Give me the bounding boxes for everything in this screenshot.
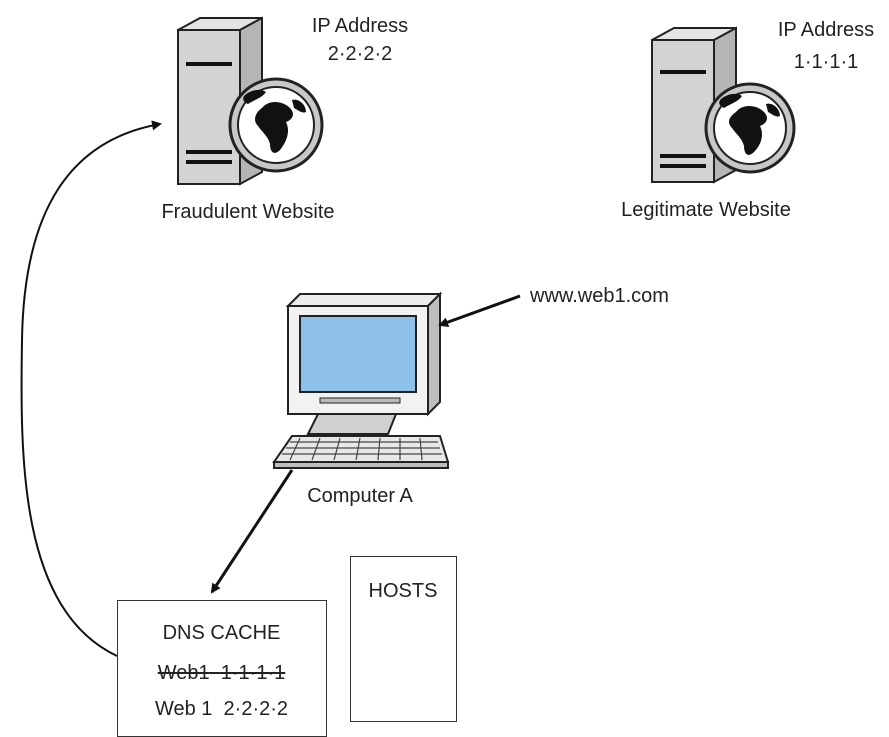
dns-cache-title: DNS CACHE <box>162 622 281 644</box>
legitimate-website-caption: Legitimate Website <box>621 199 791 221</box>
dns-entry-new-ip: 2·2·2·2 <box>223 698 289 720</box>
lookup-arrow <box>210 469 294 594</box>
legitimate-ip-value: 1·1·1·1 <box>793 51 859 73</box>
keyboard-icon <box>272 435 450 469</box>
monitor-screen <box>299 315 417 393</box>
url-arrow <box>438 294 521 327</box>
dns-entry-old-host: Web1 <box>157 662 210 684</box>
dns-cache-box: DNS CACHE Web1 1·1·1·1 Web 1 2·2·2·2 <box>117 600 327 737</box>
url-label: www.web1.com <box>530 285 669 307</box>
redirect-arrow <box>20 120 162 657</box>
dns-entry-new-host: Web 1 <box>154 698 213 720</box>
legitimate-ip-label: IP Address <box>777 19 875 41</box>
fraudulent-ip-value: 2·2·2·2 <box>327 43 393 65</box>
computer-icon <box>285 291 443 435</box>
legitimate-globe-icon <box>704 82 796 174</box>
fraudulent-website-caption: Fraudulent Website <box>161 201 335 223</box>
dns-entry-old-ip: 1·1·1·1 <box>220 662 286 684</box>
fraudulent-globe-icon <box>228 77 324 173</box>
hosts-file-box: HOSTS <box>350 556 457 722</box>
hosts-title: HOSTS <box>368 580 438 602</box>
dns-entry-new: Web 1 2·2·2·2 <box>118 697 325 721</box>
computer-caption: Computer A <box>307 485 413 507</box>
fraudulent-ip-label: IP Address <box>311 15 409 37</box>
dns-entry-old: Web1 1·1·1·1 <box>118 661 325 685</box>
